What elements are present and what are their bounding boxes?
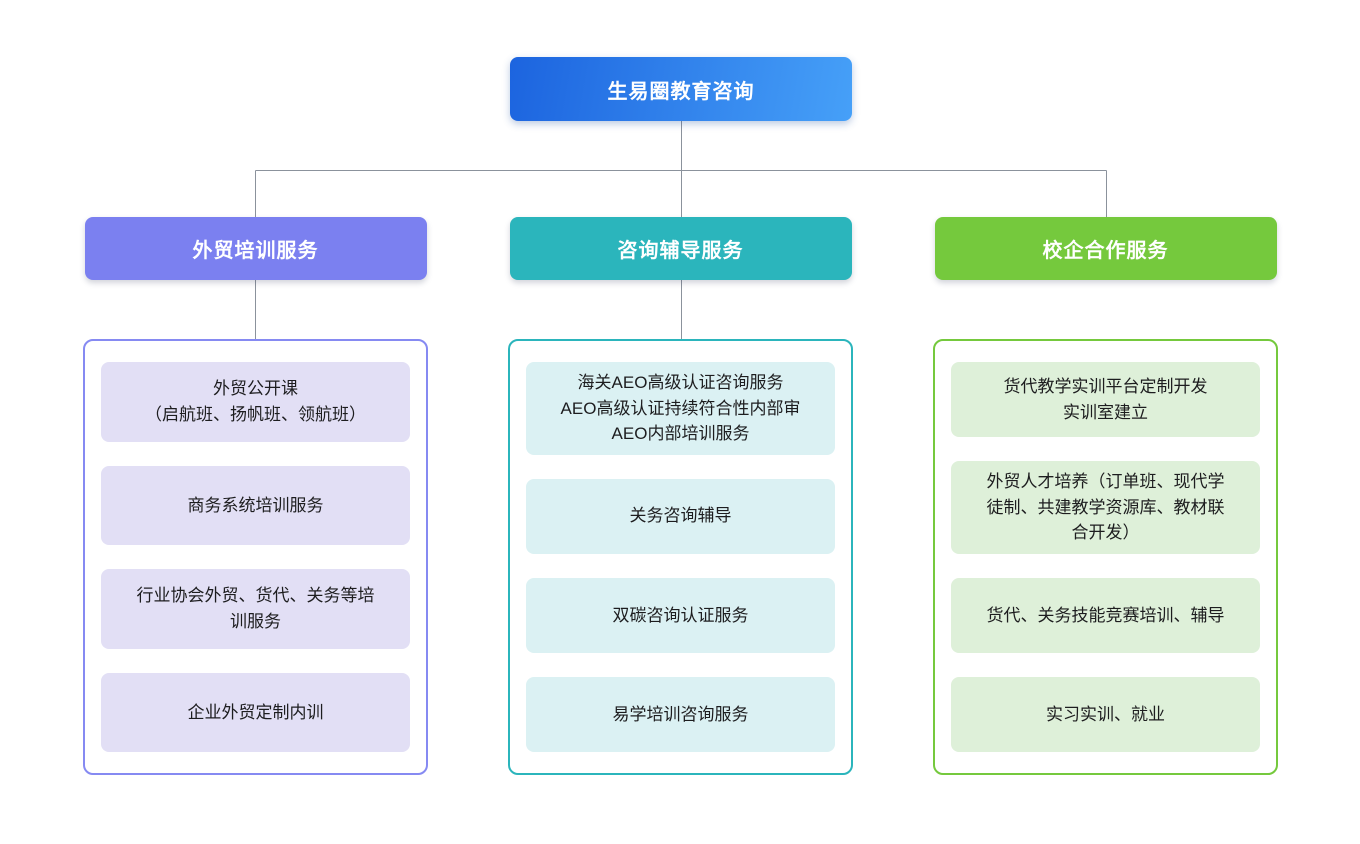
branch-header-school-enterprise-cooperation: 校企合作服务 <box>934 217 1277 280</box>
branch-item: 关务咨询辅导 <box>526 478 835 554</box>
branch-item-line: AEO内部培训服务 <box>611 424 750 443</box>
branch-item-line: （启航班、扬帆班、领航班） <box>145 404 366 424</box>
branch-header-label: 校企合作服务 <box>1042 240 1169 262</box>
branch-item: 行业协会外贸、货代、关务等培训服务 <box>101 569 410 649</box>
branch-item: 企业外贸定制内训 <box>101 672 410 752</box>
branch-item-line: 外贸公开课 <box>213 379 298 399</box>
branch-item-line: 外贸人才培养（订单班、现代学 <box>986 472 1225 492</box>
branch-item: 外贸人才培养（订单班、现代学徒制、共建教学资源库、教材联合开发） <box>951 461 1260 554</box>
branch-item-line: 货代、关务技能竞赛培训、辅导 <box>986 605 1225 625</box>
branch-item-line: 货代教学实训平台定制开发 <box>1003 377 1208 397</box>
branch-container-school-enterprise-cooperation: 货代教学实训平台定制开发实训室建立外贸人才培养（订单班、现代学徒制、共建教学资源… <box>933 339 1278 775</box>
branch-item: 双碳咨询认证服务 <box>526 577 835 653</box>
root-node: 生易圈教育咨询 <box>510 57 852 121</box>
branch-item-line: 合开发） <box>1071 523 1140 543</box>
branch-item: 实习实训、就业 <box>951 676 1260 753</box>
branch-item: 货代、关务技能竞赛培训、辅导 <box>951 577 1260 653</box>
branch-item-line: 商务系统培训服务 <box>187 495 324 515</box>
branch-item-line: AEO高级认证持续符合性内部审 <box>560 398 801 418</box>
branch-item: 外贸公开课 （启航班、扬帆班、领航班） <box>101 362 410 442</box>
branch-consulting-coaching: 咨询辅导服务 海关AEO高级认证咨询服务 AEO高级认证持续符合性内部审 AEO内部… <box>508 217 853 775</box>
branch-header-label: 外贸培训服务 <box>192 240 319 262</box>
branch-container-foreign-trade-training: 外贸公开课 （启航班、扬帆班、领航班） 商务系统培训服务行业协会外贸、货代、关务等培… <box>83 339 428 775</box>
branch-item: 货代教学实训平台定制开发实训室建立 <box>951 362 1260 438</box>
branch-header-consulting-coaching: 咨询辅导服务 <box>509 217 852 280</box>
branch-item-line: 双碳咨询认证服务 <box>612 605 749 625</box>
branch-foreign-trade-training: 外贸培训服务 外贸公开课 （启航班、扬帆班、领航班） 商务系统培训服务行业协会外贸、… <box>83 217 428 775</box>
branch-header-foreign-trade-training: 外贸培训服务 <box>84 217 427 280</box>
root-node-label: 生易圈教育咨询 <box>607 80 755 103</box>
branch-item: 海关AEO高级认证咨询服务 AEO高级认证持续符合性内部审 AEO内部培训服务 <box>526 362 835 455</box>
branch-item-line: 海关AEO高级认证咨询服务 <box>577 373 784 392</box>
branch-item: 易学培训咨询服务 <box>526 676 835 753</box>
branch-item-line: 实习实训、就业 <box>1046 704 1165 724</box>
branch-header-label: 咨询辅导服务 <box>617 240 744 262</box>
branch-item-line: 徒制、共建教学资源库、教材联 <box>986 497 1225 517</box>
branch-item-line: 关务咨询辅导 <box>629 506 732 526</box>
branch-item-line: 易学培训咨询服务 <box>612 704 749 724</box>
branch-item-line: 训服务 <box>230 611 281 631</box>
branch-container-consulting-coaching: 海关AEO高级认证咨询服务 AEO高级认证持续符合性内部审 AEO内部培训服务关务咨… <box>508 339 853 775</box>
branch-item-line: 实训室建立 <box>1063 402 1148 422</box>
branch-item-line: 企业外贸定制内训 <box>187 702 324 722</box>
branch-school-enterprise-cooperation: 校企合作服务 货代教学实训平台定制开发实训室建立外贸人才培养（订单班、现代学徒制… <box>933 217 1278 775</box>
branch-item-line: 行业协会外贸、货代、关务等培 <box>136 586 375 606</box>
branch-item: 商务系统培训服务 <box>101 465 410 545</box>
